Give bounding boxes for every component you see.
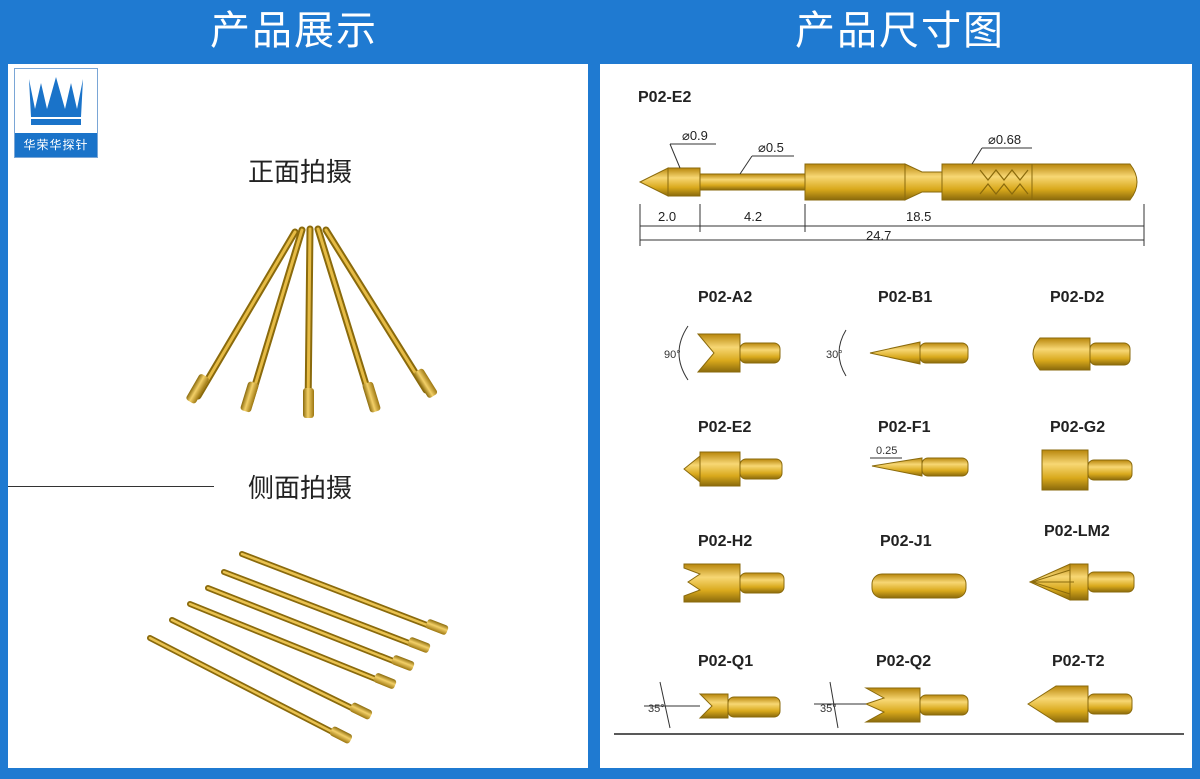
- tip-shape-q1: [644, 681, 781, 729]
- angle-label-b1: 30°: [826, 349, 843, 361]
- tip-label-lm2: P02-LM2: [1044, 523, 1110, 540]
- tip-label-f1: P02-F1: [878, 419, 931, 436]
- side-view-probes: [147, 551, 449, 744]
- tip-shape-b1: [838, 329, 969, 377]
- tip-shape-e2: [683, 451, 783, 487]
- side-view-caption: 侧面拍摄: [248, 474, 353, 504]
- tip-label-d2: P02-D2: [1050, 289, 1104, 306]
- length-c-label: 18.5: [906, 209, 931, 224]
- main-model-label: P02-E2: [638, 89, 691, 106]
- tip-label-e2: P02-E2: [698, 419, 751, 436]
- tip-shape-j1: [871, 573, 967, 599]
- tip-shape-q2: [814, 681, 969, 729]
- dimension-drawing-panel: P02-E2 ⌀0.9 ⌀0.5 ⌀0.68: [600, 64, 1192, 768]
- tip-shape-d2: [1032, 337, 1131, 371]
- length-b-label: 4.2: [744, 209, 762, 224]
- dimension-drawings: P02-E2 ⌀0.9 ⌀0.5 ⌀0.68: [614, 89, 1184, 735]
- tip-label-g2: P02-G2: [1050, 419, 1105, 436]
- tip-label-a2: P02-A2: [698, 289, 752, 306]
- product-dimensions-title: 产品尺寸图: [795, 8, 1005, 54]
- brand-logo: 华荣华探针: [14, 68, 98, 158]
- shaft-diameter-label: ⌀0.5: [758, 140, 784, 155]
- front-view-probes: [186, 225, 438, 418]
- angle-label-q2: 35°: [820, 703, 837, 715]
- diameter-callouts: [669, 143, 1032, 175]
- tip-note-f1: 0.25: [876, 445, 897, 457]
- total-length-label: 24.7: [866, 228, 891, 243]
- front-view-caption: 正面拍摄: [248, 158, 353, 188]
- probe-photos: [147, 225, 449, 744]
- product-photo-panel: 华荣华探针 正面拍摄 侧面拍摄: [8, 64, 588, 768]
- section-divider: [8, 486, 214, 487]
- tip-label-h2: P02-H2: [698, 533, 752, 550]
- tip-diameter-label: ⌀0.9: [682, 128, 708, 143]
- angle-label-a2: 90°: [664, 349, 681, 361]
- product-display-title: 产品展示: [210, 8, 378, 54]
- tip-shape-g2: [1041, 449, 1133, 491]
- tip-shape-f1: [870, 457, 969, 477]
- tip-shape-lm2: [1028, 563, 1135, 601]
- brand-name: 华荣华探针: [15, 133, 97, 157]
- tip-shape-a2: [678, 325, 781, 381]
- tip-label-t2: P02-T2: [1052, 653, 1105, 670]
- crown-logo-icon: [29, 77, 83, 125]
- tip-shape-t2: [1027, 685, 1133, 723]
- main-probe-drawing: [638, 163, 1138, 201]
- length-dimensions: [639, 204, 1145, 246]
- angle-label-q1: 35°: [648, 703, 665, 715]
- tip-label-j1: P02-J1: [880, 533, 932, 550]
- tip-label-q1: P02-Q1: [698, 653, 753, 670]
- length-a-label: 2.0: [658, 209, 676, 224]
- barrel-diameter-label: ⌀0.68: [988, 132, 1021, 147]
- tip-label-q2: P02-Q2: [876, 653, 931, 670]
- tip-shape-h2: [683, 563, 785, 603]
- tip-label-b1: P02-B1: [878, 289, 932, 306]
